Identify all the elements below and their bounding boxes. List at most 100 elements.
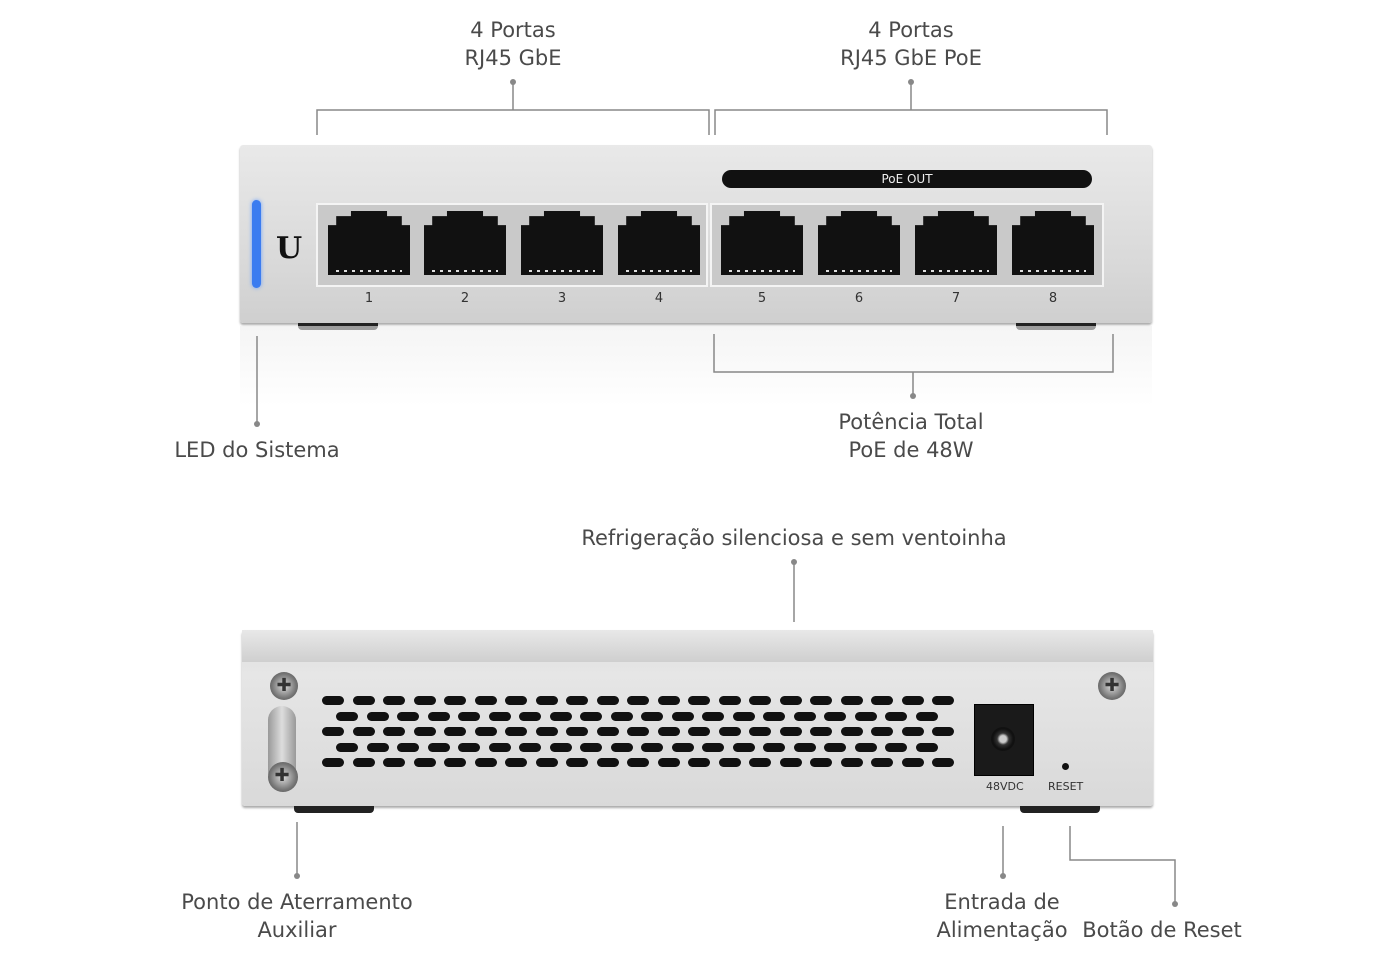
vent-slot xyxy=(763,711,785,721)
vent-slot xyxy=(885,711,907,721)
ground-screw-icon xyxy=(268,762,298,792)
vent-slot xyxy=(671,742,694,752)
vent-slot xyxy=(854,711,877,721)
vent-slot xyxy=(840,696,863,705)
vent-slot xyxy=(566,727,588,736)
vent-slot xyxy=(352,696,375,705)
vent-slot xyxy=(657,727,680,736)
poe-total-bracket xyxy=(713,334,1114,396)
port-number: 2 xyxy=(460,291,470,306)
ground-line1: Ponto de Aterramento xyxy=(181,890,413,914)
ground-line2: Auxiliar xyxy=(257,918,337,942)
vent-slot xyxy=(763,742,785,752)
power-jack xyxy=(974,704,1034,776)
vent-slot xyxy=(505,696,527,705)
vent-slot xyxy=(810,727,832,736)
vent-slot xyxy=(749,727,771,736)
vent-slot xyxy=(535,727,558,736)
vent-slot xyxy=(779,727,802,736)
rj45-port-4 xyxy=(618,211,700,275)
vent-slot xyxy=(397,742,419,752)
vent-slot xyxy=(596,696,619,705)
vent-slot xyxy=(932,727,954,736)
vent-slot xyxy=(810,758,832,767)
vent-slot xyxy=(627,696,649,705)
vent-slot xyxy=(366,742,389,752)
reset-label: RESET xyxy=(1048,780,1084,793)
vent-slot xyxy=(915,711,938,721)
rj45-bracket xyxy=(316,82,710,135)
vent-slot xyxy=(871,696,893,705)
reset-leader xyxy=(1069,826,1176,904)
vent-slot xyxy=(535,758,558,767)
system-led xyxy=(252,200,261,288)
port-number: 8 xyxy=(1048,291,1058,306)
poe-bracket xyxy=(714,82,1108,135)
port-number: 1 xyxy=(364,291,374,306)
rj45-port-3 xyxy=(521,211,603,275)
vent-slot xyxy=(824,711,846,721)
vent-slot xyxy=(519,711,541,721)
vent-slot xyxy=(732,711,755,721)
vent-slot xyxy=(871,727,893,736)
rj45-port-2 xyxy=(424,211,506,275)
power-label: 48VDC xyxy=(986,780,1024,793)
rj45-callout-line2: RJ45 GbE xyxy=(464,46,562,70)
poe-callout: 4 Portas RJ45 GbE PoE xyxy=(781,16,1041,72)
vent-slot xyxy=(322,696,344,705)
ubiquiti-logo: U xyxy=(276,231,303,266)
switch-back-panel: 48VDC RESET xyxy=(242,630,1153,813)
rj45-port-6 xyxy=(818,211,900,275)
vent-slot xyxy=(474,758,497,767)
rj45-port-7 xyxy=(915,211,997,275)
vent-slot xyxy=(458,711,480,721)
vent-slot xyxy=(352,758,375,767)
vent-slot xyxy=(749,696,771,705)
port-number: 3 xyxy=(557,291,567,306)
vent-slot xyxy=(932,696,954,705)
vent-slot xyxy=(474,727,497,736)
vent-slot xyxy=(474,696,497,705)
vent-slot xyxy=(671,711,694,721)
vent-slot xyxy=(901,727,924,736)
vent-slot xyxy=(444,758,466,767)
rj45-port-1 xyxy=(328,211,410,275)
vent-slot xyxy=(535,696,558,705)
port-number: 4 xyxy=(654,291,664,306)
vent-slot xyxy=(641,742,663,752)
vent-slot xyxy=(627,727,649,736)
vent-slot xyxy=(413,758,436,767)
power-callout: Entrada de Alimentação xyxy=(924,888,1080,944)
vent-slot xyxy=(824,742,846,752)
vent-slot xyxy=(322,727,344,736)
vent-slot xyxy=(505,727,527,736)
vent-slot xyxy=(657,758,680,767)
vent-slot xyxy=(718,758,741,767)
power-line2: Alimentação xyxy=(936,918,1068,942)
vent-slot xyxy=(352,727,375,736)
port-number: 5 xyxy=(757,291,767,306)
foot xyxy=(1020,806,1100,813)
vent-slot xyxy=(596,727,619,736)
poe-callout-line2: RJ45 GbE PoE xyxy=(840,46,982,70)
vent-slot xyxy=(336,742,358,752)
vent-slot xyxy=(688,696,710,705)
port-number: 6 xyxy=(854,291,864,306)
vent-slot xyxy=(610,742,633,752)
vent-slot xyxy=(688,758,710,767)
vent-slot xyxy=(901,758,924,767)
rj45-port-8 xyxy=(1012,211,1094,275)
vent-slot xyxy=(871,758,893,767)
vent-slot xyxy=(793,711,816,721)
vent-slot xyxy=(383,727,405,736)
back-top-edge xyxy=(242,630,1153,662)
poe-total-line1: Potência Total xyxy=(838,410,984,434)
led-callout: LED do Sistema xyxy=(174,438,340,462)
vent-slot xyxy=(610,711,633,721)
poe-total-callout: Potência Total PoE de 48W xyxy=(781,408,1041,464)
poe-total-line2: PoE de 48W xyxy=(848,438,974,462)
reset-button[interactable] xyxy=(1062,763,1069,770)
